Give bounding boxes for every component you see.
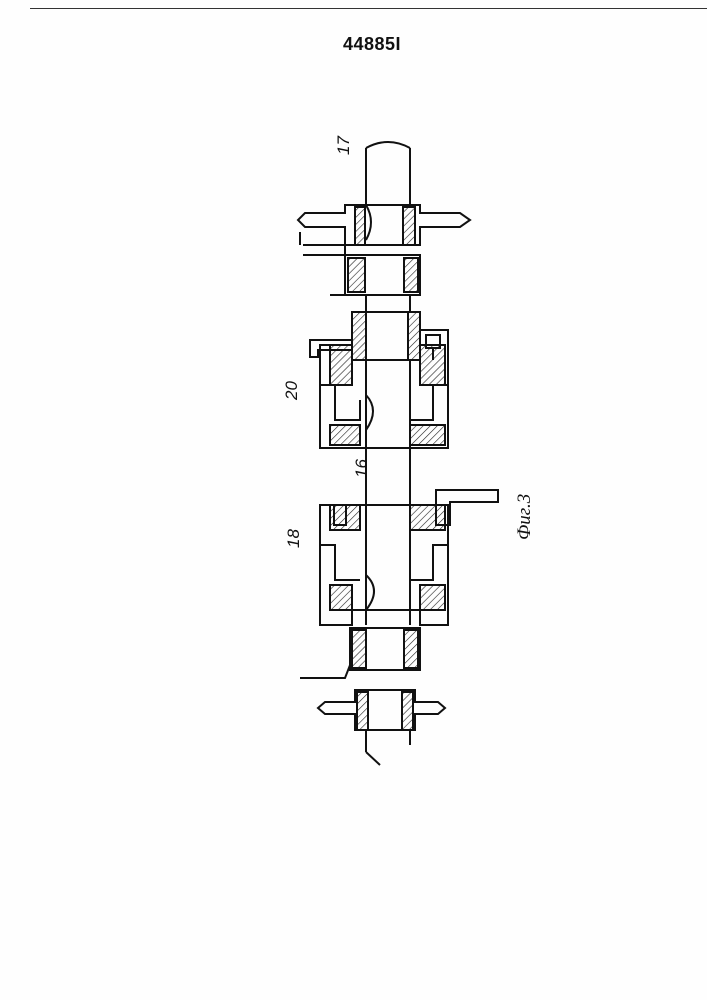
label-shaft-16: 16 — [352, 459, 372, 478]
upper-unit-20 — [310, 312, 448, 448]
upper-coupling — [330, 255, 420, 295]
lower-flange — [318, 690, 445, 765]
label-unit-20: 20 — [282, 381, 302, 400]
upper-flange — [298, 205, 470, 255]
lower-unit-18 — [320, 490, 498, 625]
label-shaft-17: 17 — [334, 136, 354, 155]
top-shaft-end — [366, 142, 410, 205]
label-unit-18: 18 — [284, 529, 304, 548]
figure-caption: Фиг.3 — [514, 494, 536, 540]
lower-coupling — [300, 628, 420, 678]
middle-shaft — [366, 448, 410, 505]
